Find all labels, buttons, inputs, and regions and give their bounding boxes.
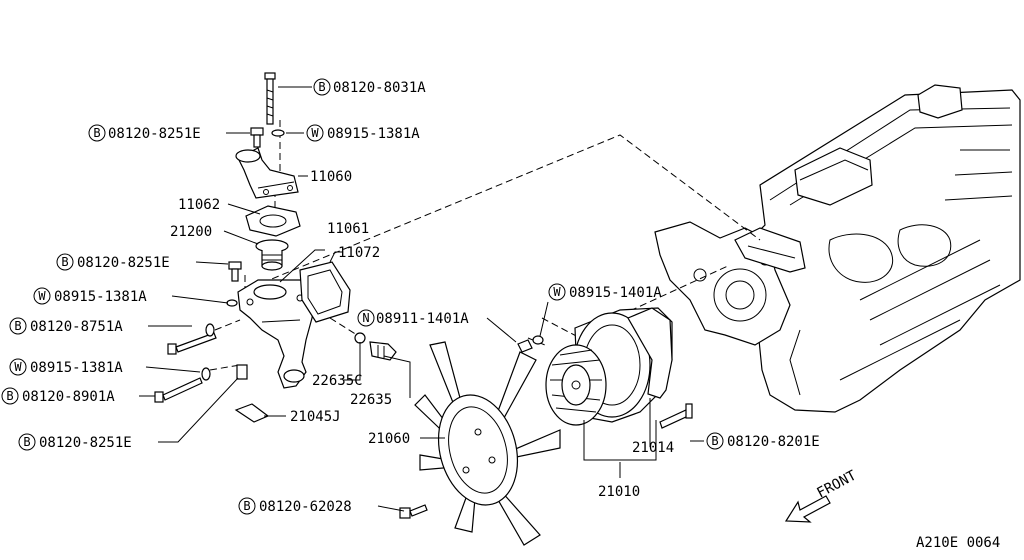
fan-21060 (414, 341, 561, 546)
long-bolt-top (264, 72, 276, 125)
bolt-prefix: B (6, 389, 13, 403)
gasket-11062 (245, 205, 301, 237)
washer-8901A (201, 367, 211, 381)
small-bolt-top (250, 127, 264, 148)
bolt-prefix: B (711, 434, 718, 448)
bolt-8201E (659, 403, 693, 429)
front-arrow-icon (784, 495, 831, 523)
label-22635C: 22635C (312, 373, 363, 389)
bolt-prefix: B (243, 499, 250, 513)
front-indicator: FRONT (784, 467, 860, 523)
label-08120-8031A: 08120-8031A (333, 80, 426, 96)
label-08915-1381A-top: 08915-1381A (327, 126, 420, 142)
label-08915-1381A-mid: 08915-1381A (54, 289, 147, 305)
bolt-prefix: B (318, 80, 325, 94)
washer-22635C (354, 332, 366, 344)
water-outlet-11060 (235, 147, 299, 199)
label-11061: 11061 (327, 221, 369, 237)
cap-21045J (234, 403, 270, 423)
front-label: FRONT (814, 467, 859, 501)
washer-top (271, 129, 285, 137)
washer-8751A (205, 323, 215, 337)
label-08120-8251E-top: 08120-8251E (108, 126, 201, 142)
bolt-low-8251E (236, 364, 248, 380)
bolt-mid-8251E (228, 261, 242, 282)
callout-08911-1401A: N 08911-1401A (357, 309, 469, 327)
bolt-prefix: B (14, 319, 21, 333)
label-22635: 22635 (350, 392, 392, 408)
gasket-21014 (627, 307, 673, 399)
label-08120-8251E-mid: 08120-8251E (77, 255, 170, 271)
label-21045J: 21045J (290, 409, 341, 425)
callout-08915-1381A-mid: W 08915-1381A (33, 287, 147, 305)
label-11062: 11062 (178, 197, 220, 213)
callout-08120-8201E: B 08120-8201E (706, 432, 820, 450)
bolt-prefix: B (61, 255, 68, 269)
sensor-22635 (369, 341, 397, 361)
label-08120-8201E: 08120-8201E (727, 434, 820, 450)
callout-08915-1381A-top: W 08915-1381A (306, 124, 420, 142)
washer-08915-1401A (532, 335, 544, 345)
bolt-8751A (167, 332, 217, 355)
bolt-62028 (399, 504, 428, 519)
label-21014: 21014 (632, 440, 674, 456)
leader-lines (139, 86, 704, 512)
label-11060: 11060 (310, 169, 352, 185)
washer-prefix: W (553, 285, 561, 299)
label-11072: 11072 (338, 245, 380, 261)
callout-08120-62028: B 08120-62028 (238, 497, 352, 515)
nut-08911 (517, 339, 533, 353)
label-08915-1401A: 08915-1401A (569, 285, 662, 301)
washer-mid (226, 299, 238, 307)
label-08120-8251E-low: 08120-8251E (39, 435, 132, 451)
diagram-code: A210E 0064 (916, 535, 1000, 551)
gasket-11072 (299, 261, 351, 323)
label-08120-8751A: 08120-8751A (30, 319, 123, 335)
label-08915-1381A-low: 08915-1381A (30, 360, 123, 376)
callout-08915-1381A-low: W 08915-1381A (9, 358, 123, 376)
washer-prefix: W (14, 360, 22, 374)
callout-08915-1401A: W 08915-1401A (548, 283, 662, 301)
callout-08120-8901A: B 08120-8901A (1, 387, 115, 405)
engine-block-illustration (654, 84, 1021, 413)
callout-08120-8251E-mid: B 08120-8251E (56, 253, 170, 271)
washer-prefix: W (38, 289, 46, 303)
thermostat-21200 (255, 239, 289, 271)
label-08911-1401A: 08911-1401A (376, 311, 469, 327)
label-08120-62028: 08120-62028 (259, 499, 352, 515)
bolt-prefix: B (23, 435, 30, 449)
washer-prefix: W (311, 126, 319, 140)
label-21060: 21060 (368, 431, 410, 447)
label-21010: 21010 (598, 484, 640, 500)
callout-08120-8251E-top: B 08120-8251E (88, 124, 201, 142)
callout-08120-8031A: B 08120-8031A (313, 78, 426, 96)
label-21200: 21200 (170, 224, 212, 240)
bolt-prefix: B (93, 126, 100, 140)
bolt-8901A (154, 377, 203, 403)
callout-08120-8251E-low: B 08120-8251E (18, 433, 132, 451)
callout-08120-8751A: B 08120-8751A (9, 317, 123, 335)
nut-prefix: N (362, 311, 369, 325)
label-08120-8901A: 08120-8901A (22, 389, 115, 405)
